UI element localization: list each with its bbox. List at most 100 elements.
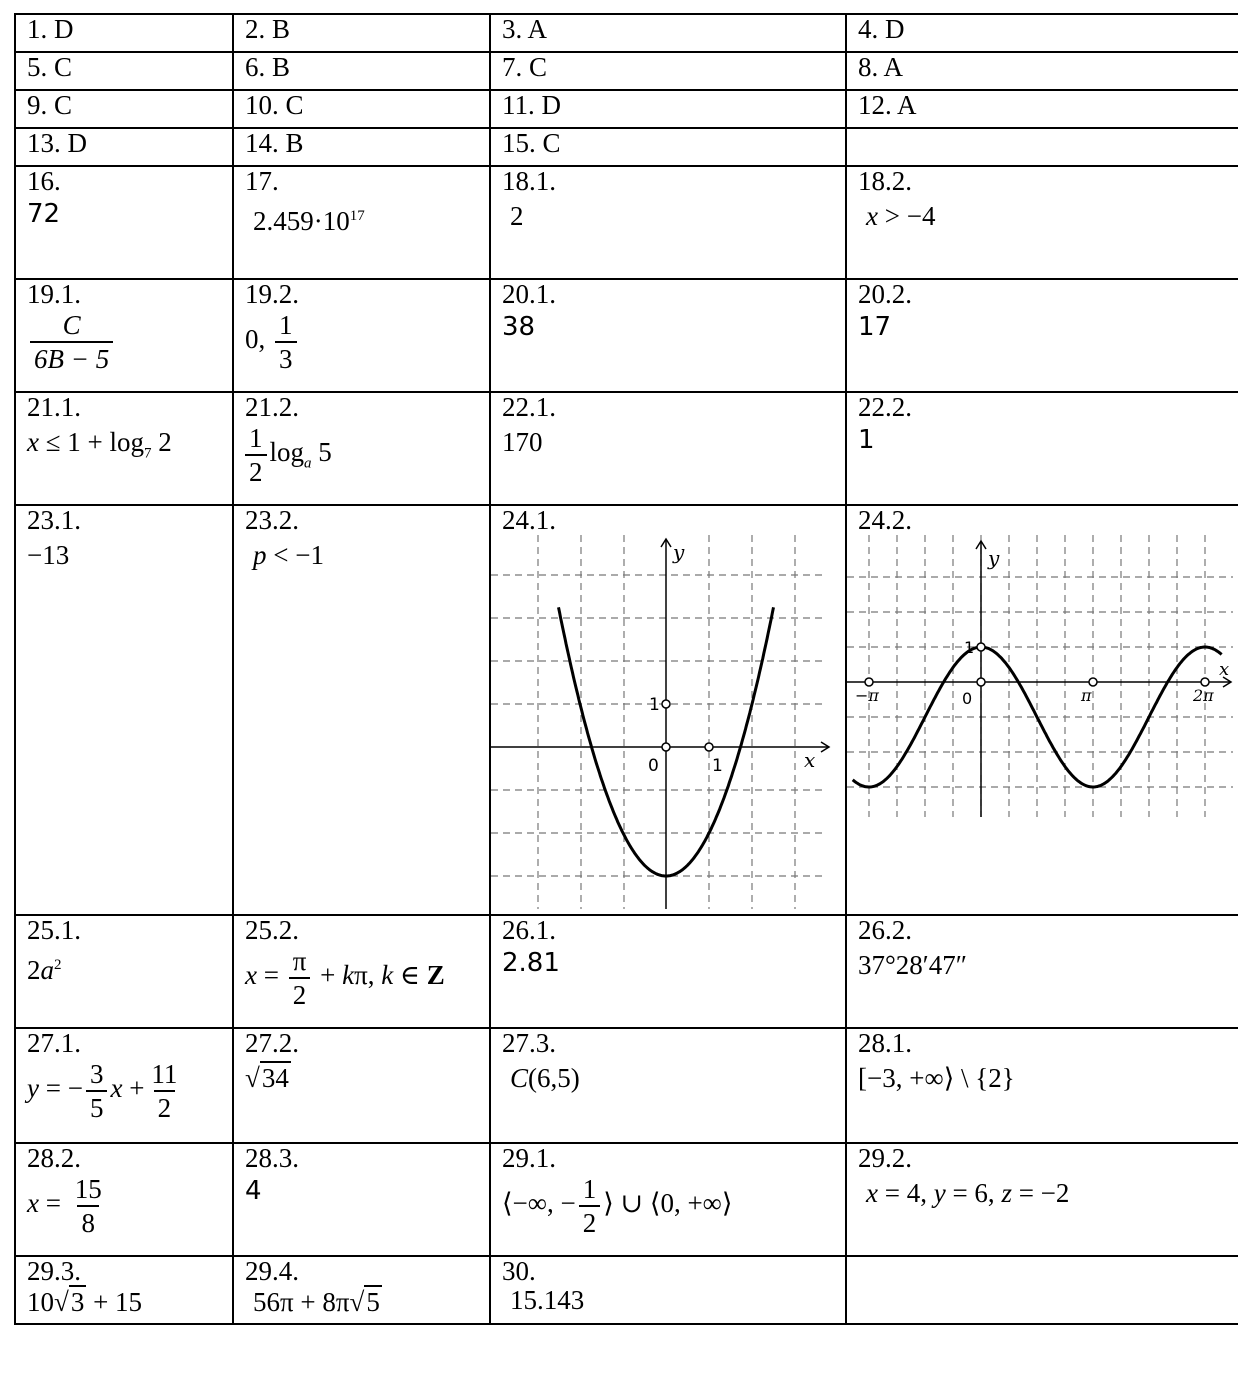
answer-cell: 15. C <box>489 127 847 167</box>
mantissa: 2.459·10 <box>253 206 350 236</box>
numerator: 3 <box>89 1059 104 1089</box>
answer-cell-20-1: 20.1. 38 <box>489 278 847 393</box>
answer-value: 72 <box>27 199 61 229</box>
cosine-curve <box>851 645 1223 789</box>
answer-cell: 12. A <box>845 89 1238 129</box>
log-word: log <box>269 437 305 468</box>
element-of: ∈ <box>393 960 427 991</box>
axes <box>848 539 1233 817</box>
table-row: 23.1. −13 23.2. p < −1 24.1. <box>14 504 1238 916</box>
square-root: √3 <box>54 1285 87 1317</box>
expression: 56π + 8π <box>253 1287 350 1317</box>
answer-value: 2 <box>510 201 524 231</box>
answer-cell: 1. D <box>14 13 234 53</box>
table-row: 5. C 6. B 7. C 8. A <box>14 51 1238 91</box>
x-tick-label: 1 <box>712 756 723 776</box>
x-axis-label: x <box>804 748 815 772</box>
two-pi-label: 2π <box>1192 686 1214 705</box>
question-label: 25.1. <box>27 915 81 945</box>
question-label: 29.3. <box>27 1256 81 1286</box>
variable: x <box>866 201 878 231</box>
answer-value: 2.81 <box>502 948 560 978</box>
cosine-graph: y x 0 1 −π π 2π <box>848 535 1233 817</box>
denominator: 2 <box>153 1090 176 1124</box>
answer-value: 2.459·1017 <box>245 202 488 236</box>
answer-value: 4 <box>245 1176 262 1206</box>
answer-value: 17 <box>858 312 892 342</box>
answer-cell-29-3: 29.3. 10√3 + 15 <box>14 1255 234 1325</box>
grid-lines <box>848 535 1233 817</box>
question-label: 28.2. <box>27 1143 81 1173</box>
answer-cell-18-2: 18.2. x > −4 <box>845 165 1238 280</box>
answer-value: 10√3 + 15 <box>27 1285 231 1317</box>
answer-cell-20-2: 20.2. 17 <box>845 278 1238 393</box>
point-name: C <box>510 1063 529 1093</box>
tick-points <box>864 642 1210 687</box>
empty-cell <box>845 127 1238 167</box>
variable: a <box>40 955 55 985</box>
answer-cell-28-3: 28.3. 4 <box>232 1142 491 1257</box>
question-label: 19.2. <box>245 279 299 309</box>
neg-pi-label: −π <box>855 686 879 705</box>
question-label: 18.2. <box>858 166 912 196</box>
relation: < −1 <box>266 540 324 570</box>
y-axis-label: y <box>987 546 1000 570</box>
answer-cell: 9. C <box>14 89 234 129</box>
question-label: 21.2. <box>245 392 299 422</box>
x-var: x <box>110 1073 123 1104</box>
question-label: 20.1. <box>502 279 556 309</box>
question-label: 27.3. <box>502 1028 556 1058</box>
question-label: 16. <box>27 166 61 196</box>
x-axis-label: x <box>1219 659 1229 680</box>
x-var: x <box>866 1178 878 1208</box>
exponent: 2 <box>54 957 62 973</box>
log-base: a <box>304 455 312 472</box>
radicand: 34 <box>259 1061 291 1093</box>
answer-cell-30: 30. 15.143 <box>489 1255 847 1325</box>
variable: y <box>27 1073 39 1104</box>
question-label: 29.1. <box>502 1143 556 1173</box>
empty-cell <box>845 1255 1238 1325</box>
question-label: 27.1. <box>27 1028 81 1058</box>
variable: x <box>27 427 39 457</box>
question-label: 29.4. <box>245 1256 299 1286</box>
parabola-graph: y x 0 1 1 <box>492 535 831 909</box>
square-root: √34 <box>245 1061 291 1093</box>
answer-cell-18-1: 18.1. 2 <box>489 165 847 280</box>
numerator: π <box>292 946 307 976</box>
question-label: 28.3. <box>245 1143 299 1173</box>
answer-cell-27-3: 27.3. C(6,5) <box>489 1027 847 1144</box>
numerator: 11 <box>151 1059 178 1089</box>
axes <box>492 537 831 909</box>
numerator: 15 <box>74 1174 102 1204</box>
answer-value: 170 <box>502 427 543 457</box>
denominator: 2 <box>288 977 311 1011</box>
answer-cell: 7. C <box>489 51 847 91</box>
answer-cell: 10. C <box>232 89 491 129</box>
answer-value: x ≤ 1 + log7 2 <box>27 427 231 468</box>
answer-cell: 3. A <box>489 13 847 53</box>
table-row: 9. C 10. C 11. D 12. A <box>14 89 1238 129</box>
variable: p <box>253 540 267 570</box>
answer-cell: 5. C <box>14 51 234 91</box>
answer-cell: 14. B <box>232 127 491 167</box>
equals: = <box>256 960 286 991</box>
answer-cell: 13. D <box>14 127 234 167</box>
answer-cell-23-1: 23.1. −13 <box>14 504 234 916</box>
denominator: 2 <box>578 1205 601 1239</box>
y-value: = 6, <box>945 1178 1002 1208</box>
answer-cell: 6. B <box>232 51 491 91</box>
